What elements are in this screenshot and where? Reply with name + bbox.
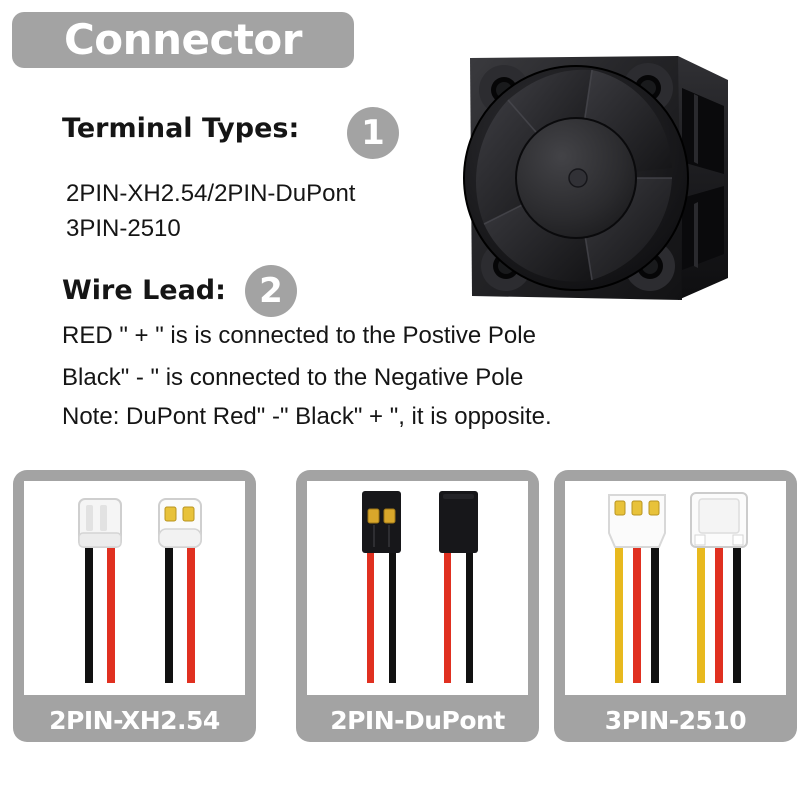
axial-cooling-fan-image bbox=[442, 28, 742, 324]
page-title: Connector bbox=[63, 15, 303, 64]
connector-panel-dupont: 2PIN-DuPont bbox=[296, 470, 539, 742]
wire-lead-line-2: Black" - " is connected to the Negative … bbox=[62, 364, 524, 391]
connector-panel-2510-label: 3PIN-2510 bbox=[604, 706, 747, 735]
connector-panel-xh-image bbox=[24, 481, 245, 695]
connector-panel-xh-label: 2PIN-XH2.54 bbox=[49, 706, 220, 735]
wire-lead-line-1: RED " + " is is connected to the Postive… bbox=[62, 322, 536, 349]
terminal-type-line-1: 2PIN-XH2.54/2PIN-DuPont bbox=[66, 180, 356, 207]
connector-panel-dupont-image bbox=[307, 481, 528, 695]
connector-panel-dupont-label: 2PIN-DuPont bbox=[330, 706, 505, 735]
dupont-connector-illustration bbox=[362, 491, 478, 683]
header-banner: Connector bbox=[12, 12, 354, 68]
fan-illustration bbox=[463, 56, 728, 300]
wire-lead-line-3: Note: DuPont Red" -" Black" + ", it is o… bbox=[62, 403, 552, 430]
step-badge-2: 2 bbox=[245, 265, 297, 317]
connector-panel-xh: 2PIN-XH2.54 bbox=[13, 470, 256, 742]
terminal-type-line-2: 3PIN-2510 bbox=[66, 215, 181, 242]
wire-lead-heading: Wire Lead: bbox=[62, 275, 226, 306]
terminal-types-heading: Terminal Types: bbox=[62, 113, 300, 144]
connector-panel-2510-image bbox=[565, 481, 786, 695]
connector-panel-2510: 3PIN-2510 bbox=[554, 470, 797, 742]
jst2510-connector-illustration bbox=[608, 492, 748, 683]
step-badge-1: 1 bbox=[347, 107, 399, 159]
xh-connector-illustration bbox=[78, 498, 202, 683]
